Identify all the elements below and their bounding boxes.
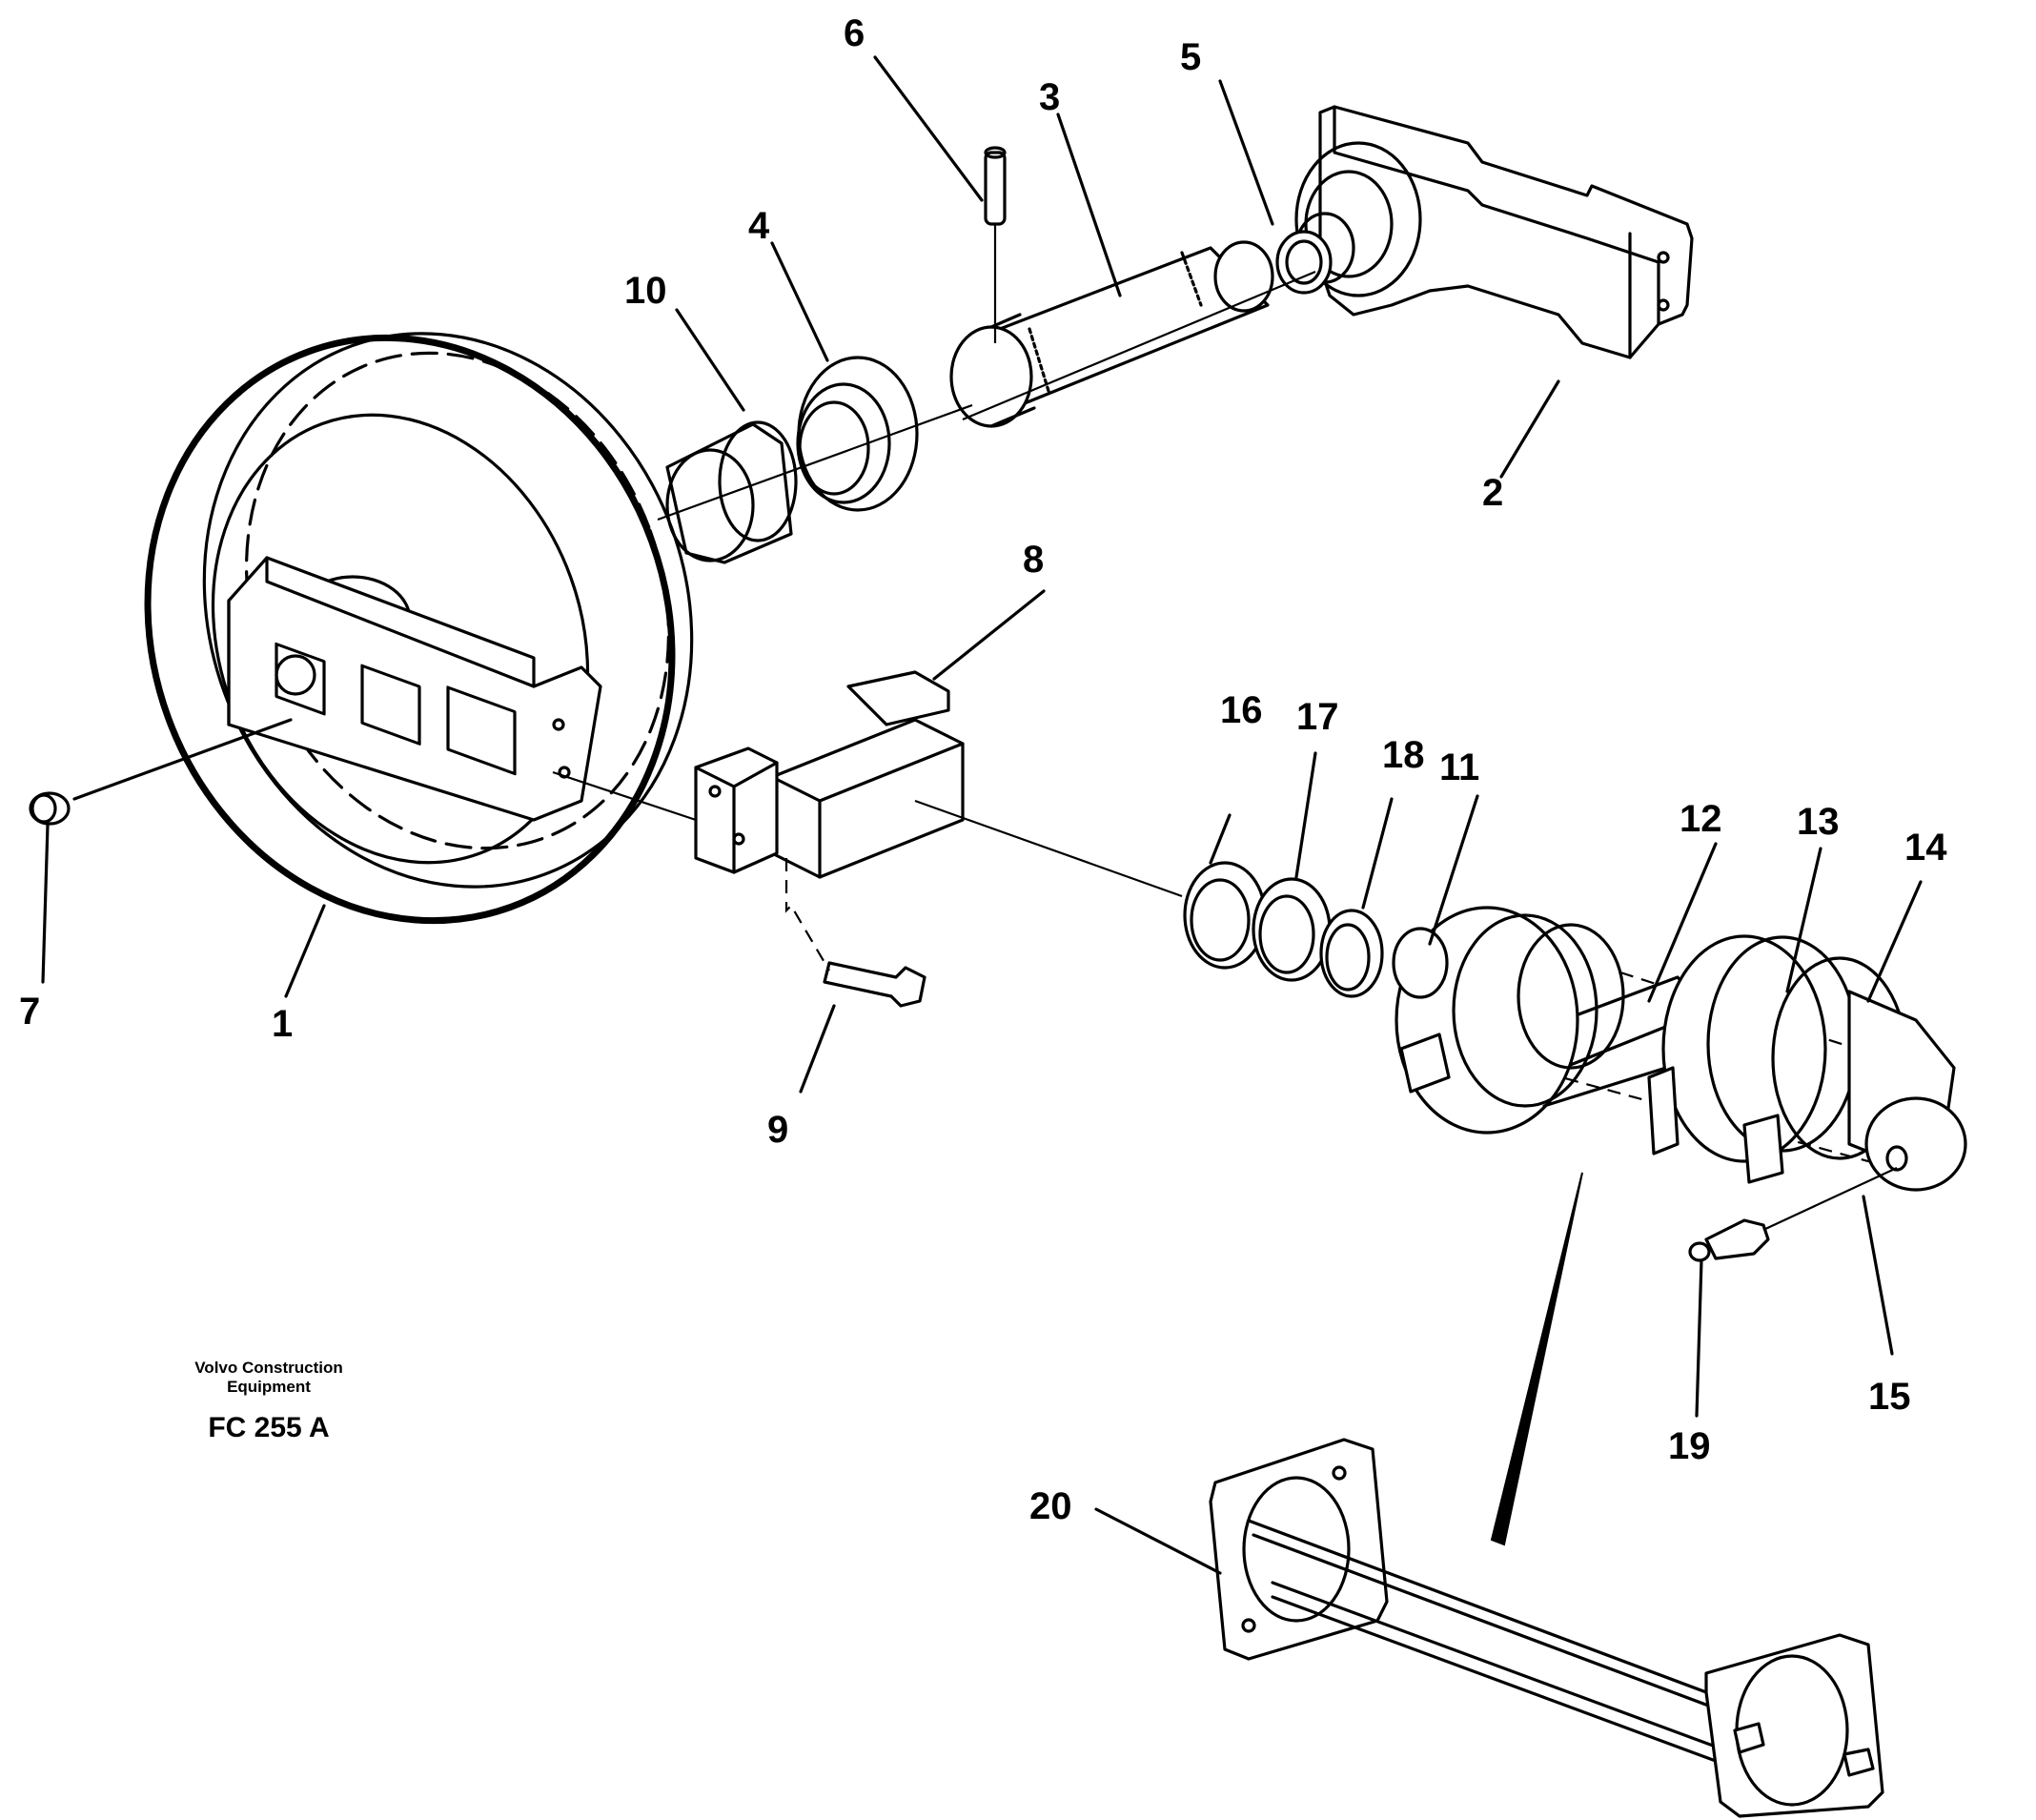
idler-wheel [144, 332, 694, 925]
shaft [949, 240, 1316, 428]
ring-16 [1183, 861, 1267, 970]
bushing-5 [1275, 230, 1333, 295]
seal-ring-4 [796, 356, 919, 512]
ring-17 [1252, 877, 1332, 982]
plug-7 [29, 791, 71, 826]
callout-3: 3 [1039, 76, 1060, 118]
callout-13: 13 [1797, 801, 1840, 843]
callout-20: 20 [1029, 1485, 1072, 1527]
caption-line-1: Volvo Construction [194, 1359, 343, 1377]
callout-19: 19 [1668, 1425, 1711, 1467]
callout-17: 17 [1296, 696, 1339, 738]
callout-1: 1 [272, 1003, 293, 1045]
grease-nipple-19 [1688, 1167, 1898, 1262]
caption-line-2: Equipment [227, 1378, 311, 1396]
figure-code: FC 255 A [208, 1412, 329, 1443]
publisher-caption: Volvo Construction Equipment FC 255 A [194, 1359, 343, 1443]
assembly-tool-20 [1209, 1438, 1884, 1818]
callout-2: 2 [1482, 472, 1503, 514]
pin-6 [984, 146, 1007, 343]
bolt-9 [784, 858, 926, 1008]
callout-9: 9 [767, 1109, 788, 1151]
block-8 [694, 670, 965, 879]
callout-6: 6 [844, 12, 865, 54]
callout-8: 8 [1023, 539, 1044, 581]
assembly-pointer [1490, 1172, 1583, 1546]
callout-labels: 1 2 3 4 5 6 7 8 9 10 11 12 13 14 15 16 1… [19, 12, 1947, 1527]
callout-14: 14 [1904, 827, 1947, 869]
ring-18 [1319, 909, 1384, 998]
callout-16: 16 [1220, 689, 1263, 731]
callout-10: 10 [624, 270, 667, 312]
roller-assembly [1392, 906, 1967, 1192]
callout-5: 5 [1180, 36, 1201, 78]
callout-7: 7 [19, 991, 40, 1033]
leader-lines [41, 55, 1923, 1575]
callout-15: 15 [1868, 1376, 1911, 1418]
callout-18: 18 [1382, 734, 1425, 776]
callout-11: 11 [1439, 746, 1479, 788]
callout-12: 12 [1680, 798, 1722, 840]
callout-4: 4 [748, 205, 770, 247]
sleeve-10 [657, 403, 973, 564]
mounting-bracket [1294, 105, 1694, 359]
